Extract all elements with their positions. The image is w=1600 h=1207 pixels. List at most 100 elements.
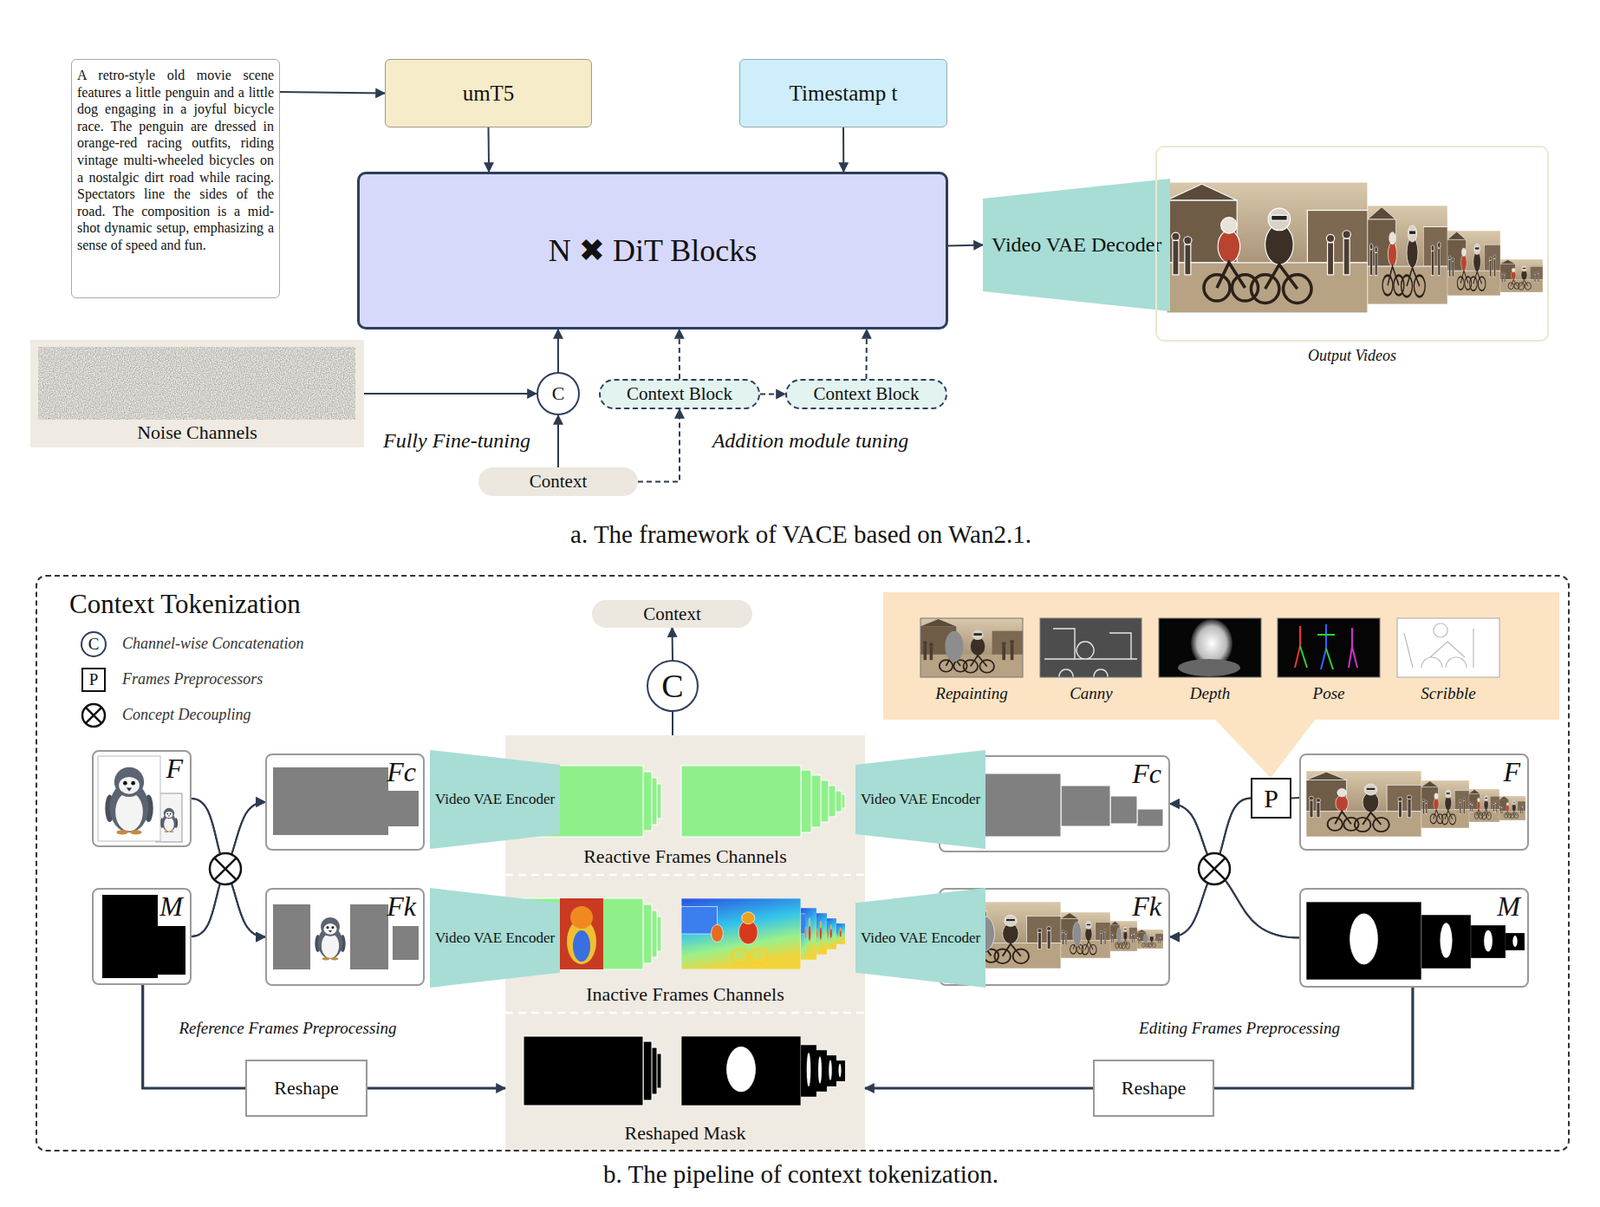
tokenization-panel: Context Tokenization ContextC Reactive Fra… [35, 574, 1570, 1152]
connector [671, 627, 675, 660]
node-label: Context Block [813, 383, 920, 405]
node-label: Reactive Frames Channels [583, 845, 787, 868]
annotation: Reference Frames Preprocessing [178, 1018, 397, 1038]
node-label: Video VAE Encoder [435, 790, 555, 808]
node-label: C [661, 666, 683, 705]
connector [1170, 798, 1251, 937]
node-label: Output Videos [1157, 346, 1548, 365]
legend-text: Frames Preprocessors [122, 669, 263, 689]
trapezoid-fill [855, 749, 986, 849]
reshape-box: Reshape [245, 1059, 368, 1117]
concat-circle: C [646, 659, 699, 712]
encoder-trapezoid: Video VAE Encoder [855, 887, 986, 988]
node-label: A retro-style old movie scene features a… [77, 66, 274, 254]
otimes-cross [85, 706, 102, 722]
node-label: Reshape [273, 1076, 339, 1100]
connector [1170, 803, 1300, 938]
frame-box: F [91, 749, 192, 847]
legend-square: P [81, 667, 106, 692]
thumbnail-caption: Repainting [935, 683, 1008, 703]
connector [1170, 868, 1300, 938]
node-label: Video VAE Encoder [860, 929, 981, 947]
prompt-box: A retro-style old movie scene features a… [71, 58, 280, 299]
legend-text: Channel-wise Concatenation [122, 634, 304, 653]
thumbnail-caption: Canny [1069, 683, 1113, 703]
output-panel: Output Videos [1155, 145, 1549, 342]
legend-text: Concept Decoupling [122, 705, 251, 724]
node-label: Fc [1131, 758, 1162, 789]
node-label: Reshape [1121, 1076, 1187, 1100]
node-label: Noise Channels [136, 421, 258, 444]
figure-caption: b. The pipeline of context tokenization. [603, 1159, 999, 1189]
annotation: Addition module tuning [712, 429, 910, 453]
node-label: Fc [386, 756, 417, 787]
otimes-circle [82, 703, 105, 727]
thumbnail-caption: Pose [1313, 683, 1346, 703]
frame-box: Fc [265, 753, 425, 851]
connector [364, 392, 537, 395]
connector [671, 711, 674, 735]
annotation: Fully Fine-tuning [383, 429, 531, 453]
connector [279, 91, 385, 93]
node-label: Fk [386, 891, 417, 922]
connector [1214, 987, 1413, 1088]
node-label: Timestamp t [789, 81, 898, 106]
node-label: N ✖ DiT Blocks [548, 232, 758, 269]
node-label: Context Tokenization [69, 588, 301, 620]
dashed-connector [760, 393, 786, 396]
connector [191, 798, 266, 937]
node-label: Video VAE Encoder [435, 929, 555, 947]
legend-row: C Channel-wise Concatenation [78, 625, 304, 662]
context-pill: Context [591, 599, 753, 628]
mask-box: M [1299, 887, 1529, 988]
dashed-connector [637, 409, 680, 482]
frame-box: Fk [265, 887, 425, 986]
otimes-symbol [80, 702, 107, 729]
node-label: F [1502, 756, 1521, 787]
encoder-trapezoid: Video VAE Encoder [429, 887, 560, 988]
encoder-box: umT5 [384, 58, 592, 128]
context-block: Context Block [598, 378, 761, 410]
legend: C Channel-wise ConcatenationP Frames Prepr… [78, 625, 304, 733]
connector [557, 329, 560, 372]
node-label: Inactive Frames Channels [585, 982, 785, 1006]
reshape-box: Reshape [1092, 1059, 1215, 1117]
legend-otimes [78, 700, 109, 730]
thumbnail-caption: Scribble [1420, 683, 1476, 703]
trapezoid-fill [429, 887, 560, 988]
node-label: Video VAE Decoder [991, 233, 1162, 258]
trapezoid-fill [982, 178, 1171, 312]
node-label: P [1263, 783, 1279, 814]
noise-panel: Noise Channels [30, 339, 365, 448]
connector [842, 127, 845, 172]
legend-symbol-label: C [88, 634, 100, 654]
thumbnail-caption: Depth [1190, 683, 1230, 703]
connector [1291, 796, 1300, 800]
node-label: Context [643, 603, 702, 625]
encoder-trapezoid: Video VAE Encoder [429, 749, 560, 849]
context-block: Context Block [785, 378, 948, 410]
legend-symbol-label: P [89, 669, 99, 690]
connector [367, 1086, 506, 1089]
legend-row: Concept Decoupling [78, 696, 304, 733]
connector [557, 415, 560, 468]
timestamp-box: Timestamp t [739, 58, 948, 128]
decoder-trapezoid: Video VAE Decoder [982, 178, 1171, 312]
preprocessor-box: P [1250, 777, 1292, 819]
dashed-connector [865, 329, 868, 379]
node-label: F [165, 753, 183, 784]
annotation: Editing Frames Preprocessing [1138, 1018, 1340, 1038]
figure-caption: a. The framework of VACE based on Wan2.1… [570, 520, 1032, 549]
connector [191, 801, 266, 937]
node-label: Context [529, 470, 588, 493]
connector [487, 127, 491, 172]
mask-band: Reshaped Mask [505, 1012, 866, 1152]
legend-row: P Frames Preprocessors [78, 661, 304, 697]
connector [865, 1086, 1093, 1089]
dashed-connector [678, 329, 681, 379]
node-label: Fk [1131, 891, 1162, 922]
legend-circle: C [80, 630, 107, 657]
node-label: Video VAE Encoder [860, 790, 981, 808]
context-pill: Context [478, 467, 638, 496]
trapezoid-fill [429, 749, 560, 849]
